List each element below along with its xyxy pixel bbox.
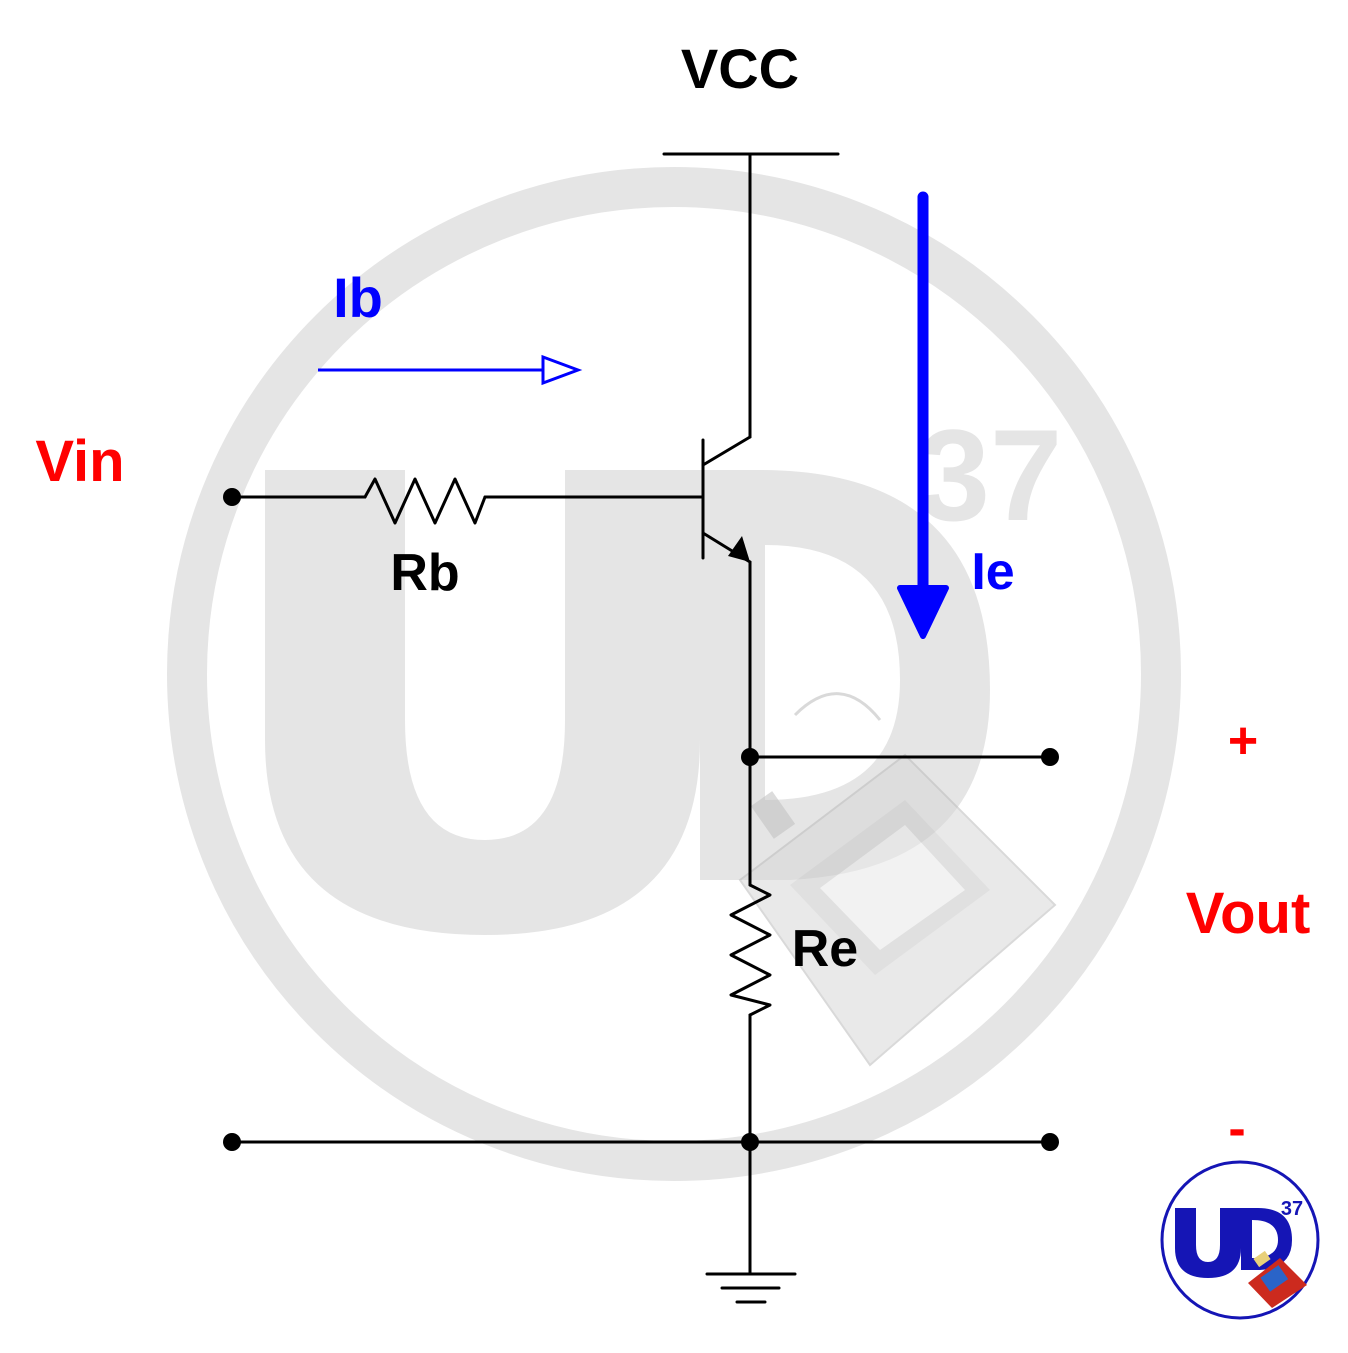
logo-number: 37 xyxy=(1281,1198,1303,1220)
watermark: 37 xyxy=(167,167,1181,1181)
watermark-number: 37 xyxy=(918,402,1063,548)
output-junction xyxy=(741,748,759,766)
ground-rail xyxy=(223,1133,1059,1276)
ib-arrowhead-icon xyxy=(541,354,583,386)
logo-letter-p xyxy=(1241,1208,1292,1270)
base-circuit xyxy=(223,477,705,525)
vin-label: Vin xyxy=(35,429,124,494)
vin-ground-terminal xyxy=(223,1133,241,1151)
logo-board-image xyxy=(1248,1250,1307,1308)
logo-letter-u xyxy=(1175,1208,1241,1278)
npn-transistor xyxy=(701,435,752,759)
watermark-ring xyxy=(167,167,1181,1181)
output-network xyxy=(729,748,1059,1144)
vout-plus-terminal xyxy=(1041,748,1059,766)
watermark-board-image xyxy=(738,692,1057,1067)
ie-arrowhead-icon xyxy=(897,585,949,639)
brand-logo: 37 xyxy=(1160,1160,1320,1320)
re-label: Re xyxy=(792,920,858,978)
vout-label: Vout xyxy=(1186,881,1311,946)
vout-plus-label: + xyxy=(1228,712,1258,770)
watermark-letter-u xyxy=(265,470,700,935)
ie-label: Ie xyxy=(971,543,1014,601)
ib-arrow xyxy=(318,354,583,386)
rb-label: Rb xyxy=(390,544,459,602)
vout-minus-label: - xyxy=(1228,1100,1245,1158)
ground-icon xyxy=(705,1272,797,1304)
vcc-rail xyxy=(662,152,840,439)
resistor-rb xyxy=(363,477,487,525)
vcc-label: VCC xyxy=(681,37,799,100)
ib-label: Ib xyxy=(333,266,383,329)
vin-terminal xyxy=(223,488,241,506)
resistor-re xyxy=(729,883,772,1017)
ground-junction xyxy=(741,1133,759,1151)
emitter-arrow-icon xyxy=(728,536,750,562)
vout-minus-terminal xyxy=(1041,1133,1059,1151)
ie-arrow xyxy=(897,191,949,639)
